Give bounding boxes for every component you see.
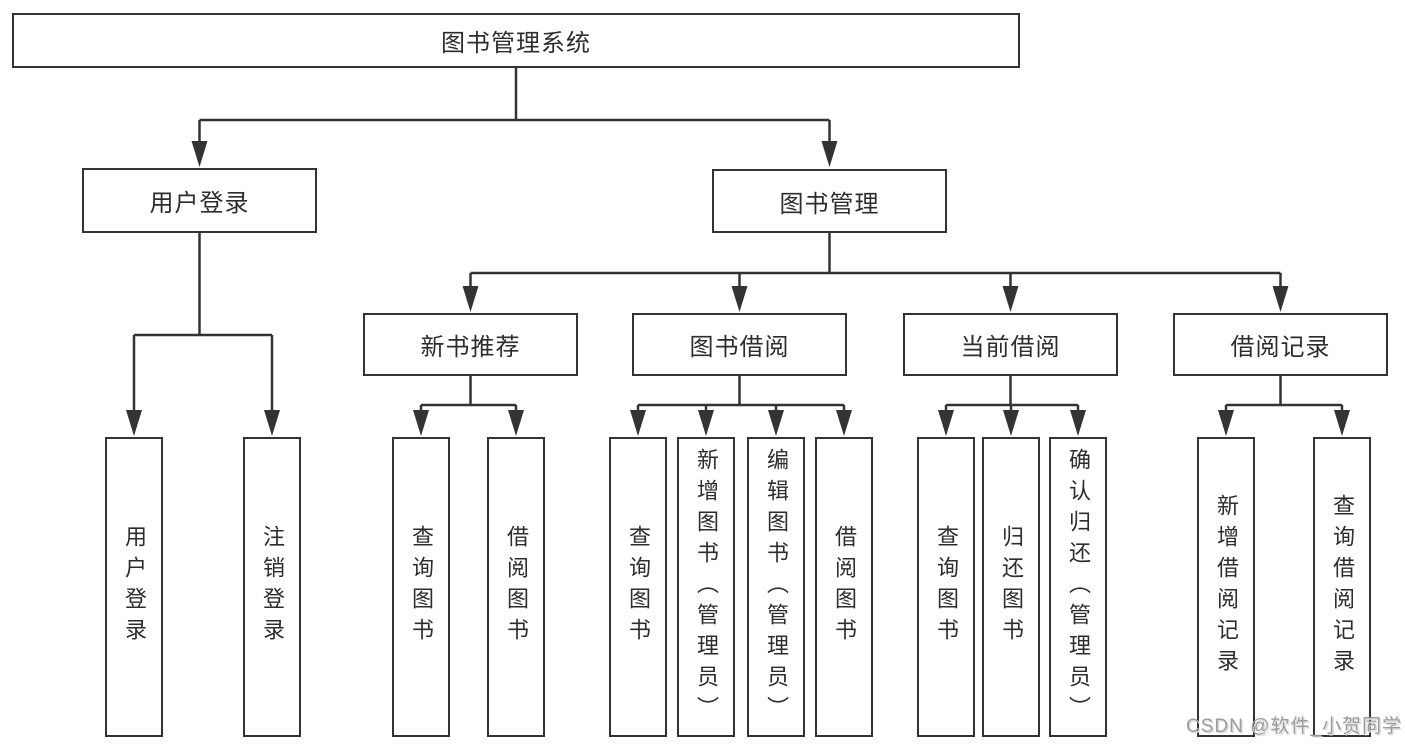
- leaf-borrow-books-recommend: 借阅图书: [487, 437, 545, 737]
- leaf-label: 查询图书: [626, 525, 651, 649]
- node-current-borrowing: 当前借阅: [903, 313, 1118, 376]
- node-borrowing-records: 借阅记录: [1173, 313, 1388, 376]
- leaf-label: 注销登录: [260, 525, 285, 649]
- leaf-query-books-recommend: 查询图书: [392, 437, 450, 737]
- connector-borrow-split: [636, 376, 846, 414]
- arrow-down-icon: [1003, 410, 1019, 436]
- arrow-down-icon: [1218, 410, 1234, 436]
- leaf-label: 借阅图书: [504, 525, 529, 649]
- arrow-down-icon: [191, 141, 208, 167]
- arrow-down-icon: [821, 141, 838, 167]
- leaf-user-login: 用户登录: [105, 437, 163, 737]
- arrow-down-icon: [264, 410, 280, 436]
- leaf-label: 新增借阅记录: [1214, 494, 1239, 680]
- leaf-label: 编辑图书（管理员）: [764, 447, 789, 727]
- node-label: 图书管理系统: [441, 30, 591, 57]
- leaf-label: 归还图书: [999, 525, 1024, 649]
- leaf-label: 新增图书（管理员）: [694, 447, 719, 727]
- node-library-management-system: 图书管理系统: [12, 13, 1020, 68]
- leaf-add-borrow-record: 新增借阅记录: [1197, 437, 1255, 737]
- arrow-down-icon: [836, 410, 852, 436]
- leaf-label: 用户登录: [122, 525, 147, 649]
- node-label: 借阅记录: [1230, 334, 1331, 361]
- leaf-label: 查询图书: [409, 525, 434, 649]
- connector-recommend-split: [419, 376, 518, 414]
- arrow-down-icon: [698, 410, 714, 436]
- leaf-confirm-return-admin: 确认归还（管理员）: [1049, 437, 1107, 737]
- node-label: 图书借阅: [689, 334, 790, 361]
- arrow-down-icon: [462, 286, 479, 312]
- leaf-query-borrow-record: 查询借阅记录: [1313, 437, 1371, 737]
- arrow-down-icon: [1070, 410, 1086, 436]
- leaf-return-books: 归还图书: [982, 437, 1040, 737]
- leaf-logout: 注销登录: [243, 437, 301, 737]
- connector-user-login-split: [132, 233, 274, 412]
- connector-book-management-split: [469, 233, 1282, 290]
- connector-records-split: [1224, 376, 1344, 414]
- node-book-borrowing: 图书借阅: [632, 313, 847, 376]
- node-new-book-recommendation: 新书推荐: [363, 313, 578, 376]
- arrow-down-icon: [768, 410, 784, 436]
- arrow-down-icon: [1334, 410, 1350, 436]
- arrow-down-icon: [126, 410, 142, 436]
- csdn-watermark: CSDN @软件_小贺同学: [1186, 716, 1402, 737]
- leaf-borrow-books: 借阅图书: [815, 437, 873, 737]
- arrow-down-icon: [508, 410, 524, 436]
- node-label: 当前借阅: [960, 334, 1061, 361]
- leaf-add-books-admin: 新增图书（管理员）: [677, 437, 735, 737]
- leaf-query-books-current: 查询图书: [917, 437, 975, 737]
- node-label: 用户登录: [149, 190, 250, 217]
- connector-root-split: [198, 68, 831, 146]
- leaf-query-books-borrow: 查询图书: [609, 437, 667, 737]
- leaf-edit-books-admin: 编辑图书（管理员）: [747, 437, 805, 737]
- node-book-management: 图书管理: [712, 169, 947, 233]
- leaf-label: 确认归还（管理员）: [1066, 447, 1091, 727]
- leaf-label: 查询图书: [934, 525, 959, 649]
- arrow-down-icon: [938, 410, 954, 436]
- arrow-down-icon: [1002, 286, 1019, 312]
- node-label: 图书管理: [779, 190, 880, 218]
- arrow-down-icon: [1272, 286, 1289, 312]
- arrow-down-icon: [731, 286, 748, 312]
- connector-current-split: [944, 376, 1080, 414]
- node-user-login: 用户登录: [82, 168, 317, 233]
- leaf-label: 查询借阅记录: [1330, 494, 1355, 680]
- arrow-down-icon: [630, 410, 646, 436]
- leaf-label: 借阅图书: [832, 525, 857, 649]
- node-label: 新书推荐: [420, 334, 521, 361]
- arrow-down-icon: [413, 410, 429, 436]
